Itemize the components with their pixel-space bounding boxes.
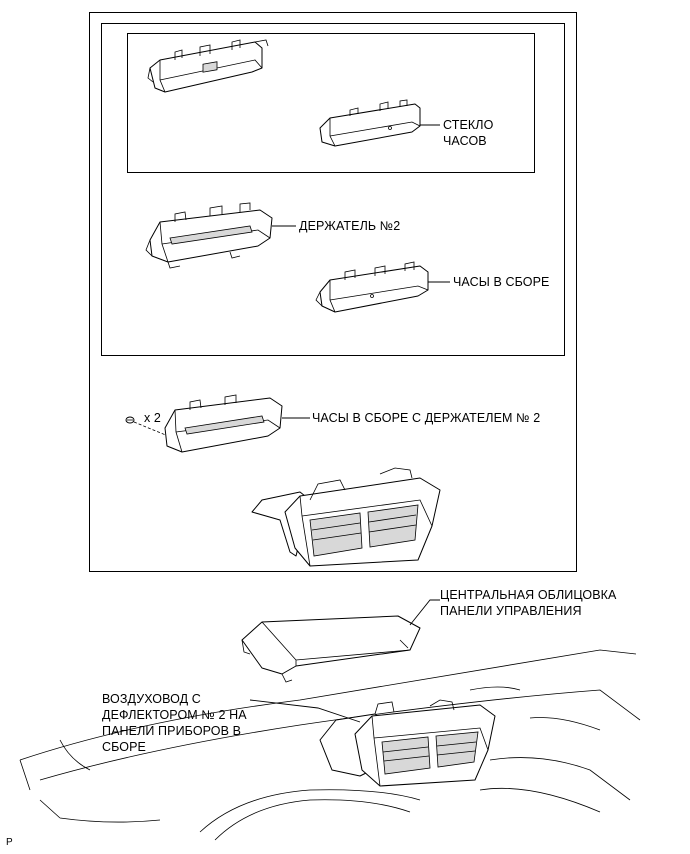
holder-label: ДЕРЖАТЕЛЬ №2 [299, 219, 401, 233]
installed-vent-part [319, 699, 496, 787]
clock-with-holder-label: ЧАСЫ В СБОРЕ С ДЕРЖАТЕЛЕМ № 2 [312, 411, 541, 425]
corner-code: P [6, 837, 13, 848]
air-duct-label-line1: ВОЗДУХОВОД С [102, 692, 201, 706]
air-duct-label-line4: СБОРЕ [102, 740, 146, 754]
glass-frame [127, 33, 535, 173]
screw-path [133, 421, 169, 437]
clock-with-holder-part [164, 394, 283, 453]
screw-icon [125, 416, 135, 424]
clock-glass-label: СТЕКЛО ЧАСОВ [443, 117, 493, 149]
trim-panel-part [241, 615, 421, 683]
clock-assembly-label: ЧАСЫ В СБОРЕ [453, 275, 550, 289]
center-trim-label-line1: ЦЕНТРАЛЬНАЯ ОБЛИЦОВКА [440, 588, 617, 602]
assembly-frame [101, 23, 565, 356]
air-duct-label: ВОЗДУХОВОД С ДЕФЛЕКТОРОМ № 2 НА ПАНЕЛИ П… [102, 691, 247, 755]
clock-glass-part [147, 39, 269, 93]
trim-leader [409, 599, 440, 626]
vent-leader [249, 699, 361, 723]
vent-part [251, 467, 441, 567]
air-duct-label-line3: ПАНЕЛИ ПРИБОРОВ В [102, 724, 242, 738]
holder-part [145, 202, 273, 269]
center-trim-label: ЦЕНТРАЛЬНАЯ ОБЛИЦОВКА ПАНЕЛИ УПРАВЛЕНИЯ [440, 587, 617, 619]
dashboard-outline [19, 649, 641, 841]
screw-count-label: x 2 [144, 411, 161, 425]
air-duct-label-line2: ДЕФЛЕКТОРОМ № 2 НА [102, 708, 247, 722]
outer-frame [89, 12, 577, 572]
clock-glass-label-line1: СТЕКЛО [443, 118, 494, 132]
clock-glass-label-line2: ЧАСОВ [443, 134, 487, 148]
clock-part [315, 261, 429, 313]
clock-glass-right-part [319, 99, 421, 147]
center-trim-label-line2: ПАНЕЛИ УПРАВЛЕНИЯ [440, 604, 582, 618]
